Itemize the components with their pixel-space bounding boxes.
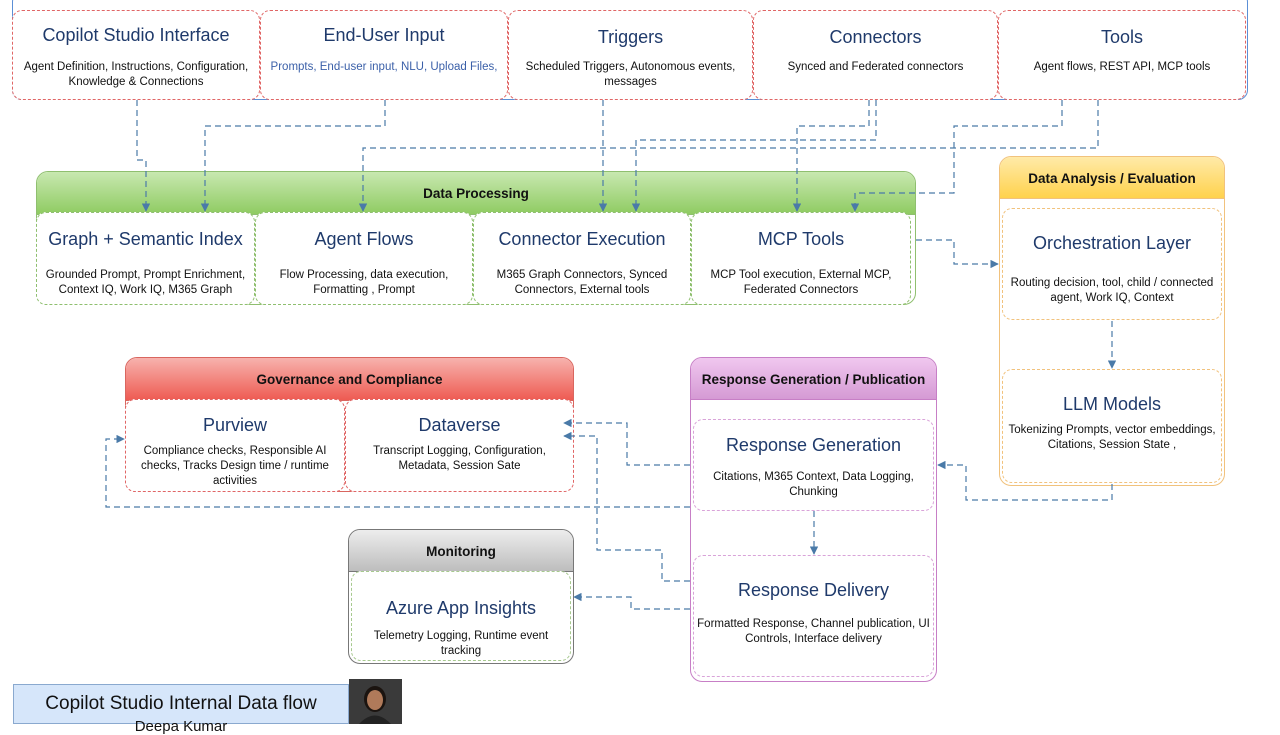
tools-box[interactable]: Tools Agent flows, REST API, MCP tools <box>998 10 1246 100</box>
arrow-delivery-to-monitoring <box>573 592 690 610</box>
box-title: Agent Flows <box>314 229 414 249</box>
section-header: Monitoring <box>426 544 496 559</box>
data-analysis-header: Data Analysis / Evaluation <box>1000 157 1224 199</box>
section-header: Data Processing <box>423 186 529 201</box>
box-title: MCP Tools <box>757 229 845 249</box>
footer-title-box: Copilot Studio Internal Data flow Deepa … <box>13 684 349 735</box>
azure-app-insights-box[interactable]: Azure App Insights Telemetry Logging, Ru… <box>351 571 571 661</box>
box-desc: Routing decision, tool, child / connecte… <box>1010 277 1214 304</box>
connectors-box[interactable]: Connectors Synced and Federated connecto… <box>753 10 998 100</box>
llm-models-box[interactable]: LLM Models Tokenizing Prompts, vector em… <box>1002 369 1222 483</box>
triggers-box[interactable]: Triggers Scheduled Triggers, Autonomous … <box>508 10 753 100</box>
copilot-studio-interface-box[interactable]: Copilot Studio Interface Agent Definitio… <box>12 10 260 100</box>
response-delivery-box[interactable]: Response Delivery Formatted Response, Ch… <box>693 555 934 677</box>
box-title: Copilot Studio Interface <box>42 25 230 45</box>
footer-title: Copilot Studio Internal Data flow <box>45 693 317 714</box>
arrow-enduser-to-graph <box>200 100 386 212</box>
end-user-input-box[interactable]: End-User Input Prompts, End-user input, … <box>260 10 508 100</box>
arrow-tools-to-agentflows <box>358 100 1099 212</box>
box-desc: M365 Graph Connectors, Synced Connectors… <box>496 269 668 296</box>
box-title: Triggers <box>597 27 664 47</box>
orchestration-layer-box[interactable]: Orchestration Layer Routing decision, to… <box>1002 208 1222 320</box>
connector-execution-box[interactable]: Connector Execution M365 Graph Connector… <box>473 212 691 305</box>
box-title: Tools <box>1100 27 1144 47</box>
purview-box[interactable]: Purview Compliance checks, Responsible A… <box>125 399 345 492</box>
dataverse-box[interactable]: Dataverse Transcript Logging, Configurat… <box>345 399 574 492</box>
response-generation-box[interactable]: Response Generation Citations, M365 Cont… <box>693 419 934 511</box>
box-title: Orchestration Layer <box>1032 233 1192 253</box>
box-title: Connector Execution <box>498 229 666 249</box>
arrow-connectors-to-mcp <box>792 100 870 212</box>
box-title: Response Delivery <box>737 580 890 600</box>
box-desc: Agent flows, REST API, MCP tools <box>1033 61 1211 73</box>
box-desc: MCP Tool execution, External MCP, Federa… <box>710 269 892 296</box>
box-desc: Formatted Response, Channel publication,… <box>697 618 930 645</box>
box-title: Connectors <box>829 27 922 47</box>
box-desc: Scheduled Triggers, Autonomous events, m… <box>525 61 736 88</box>
box-desc: Transcript Logging, Configuration, Metad… <box>373 445 546 472</box>
box-desc: Tokenizing Prompts, vector embeddings, C… <box>1008 424 1216 451</box>
box-title: LLM Models <box>1062 394 1162 414</box>
arrow-interface-to-graph <box>136 100 151 212</box>
data-processing-header: Data Processing <box>37 172 915 215</box>
box-title: Purview <box>202 415 268 435</box>
box-title: Dataverse <box>418 415 501 435</box>
section-header: Response Generation / Publication <box>701 372 926 387</box>
box-desc: Synced and Federated connectors <box>787 61 964 73</box>
governance-header: Governance and Compliance <box>126 358 573 401</box>
response-header: Response Generation / Publication <box>691 358 936 400</box>
box-title: Response Generation <box>725 435 902 455</box>
box-desc: Citations, M365 Context, Data Logging, C… <box>713 471 914 498</box>
agent-flows-box[interactable]: Agent Flows Flow Processing, data execut… <box>255 212 473 305</box>
box-desc: Grounded Prompt, Prompt Enrichment, Cont… <box>45 269 246 296</box>
mcp-tools-box[interactable]: MCP Tools MCP Tool execution, External M… <box>691 212 911 305</box>
box-title: End-User Input <box>323 25 445 45</box>
box-desc: Prompts, End-user input, NLU, Upload Fil… <box>270 61 498 73</box>
box-desc: Flow Processing, data execution, Formatt… <box>279 269 449 296</box>
section-header: Data Analysis / Evaluation <box>1028 171 1196 186</box>
arrow-delivery-to-dataverse <box>563 431 690 582</box>
arrow-response-to-dataverse-1 <box>563 418 690 466</box>
arrow-connectors-to-connector-exec <box>631 100 877 212</box>
box-title: Azure App Insights <box>385 598 537 618</box>
box-title: Graph + Semantic Index <box>48 229 243 249</box>
connector-lines <box>105 100 1117 610</box>
arrow-llm-to-response <box>937 460 1113 501</box>
box-desc: Telemetry Logging, Runtime event trackin… <box>373 630 549 657</box>
arrow-tools-to-mcp <box>850 100 1063 212</box>
footer-subtitle: Deepa Kumar <box>134 718 228 735</box>
arrow-response-to-purview <box>105 434 690 508</box>
graph-semantic-index-box[interactable]: Graph + Semantic Index Grounded Prompt, … <box>36 212 255 305</box>
arrow-dataprocessing-to-orchestration <box>916 239 999 269</box>
section-header: Governance and Compliance <box>256 372 443 387</box>
box-desc: Compliance checks, Responsible AI checks… <box>141 445 329 487</box>
box-desc: Agent Definition, Instructions, Configur… <box>23 61 249 88</box>
